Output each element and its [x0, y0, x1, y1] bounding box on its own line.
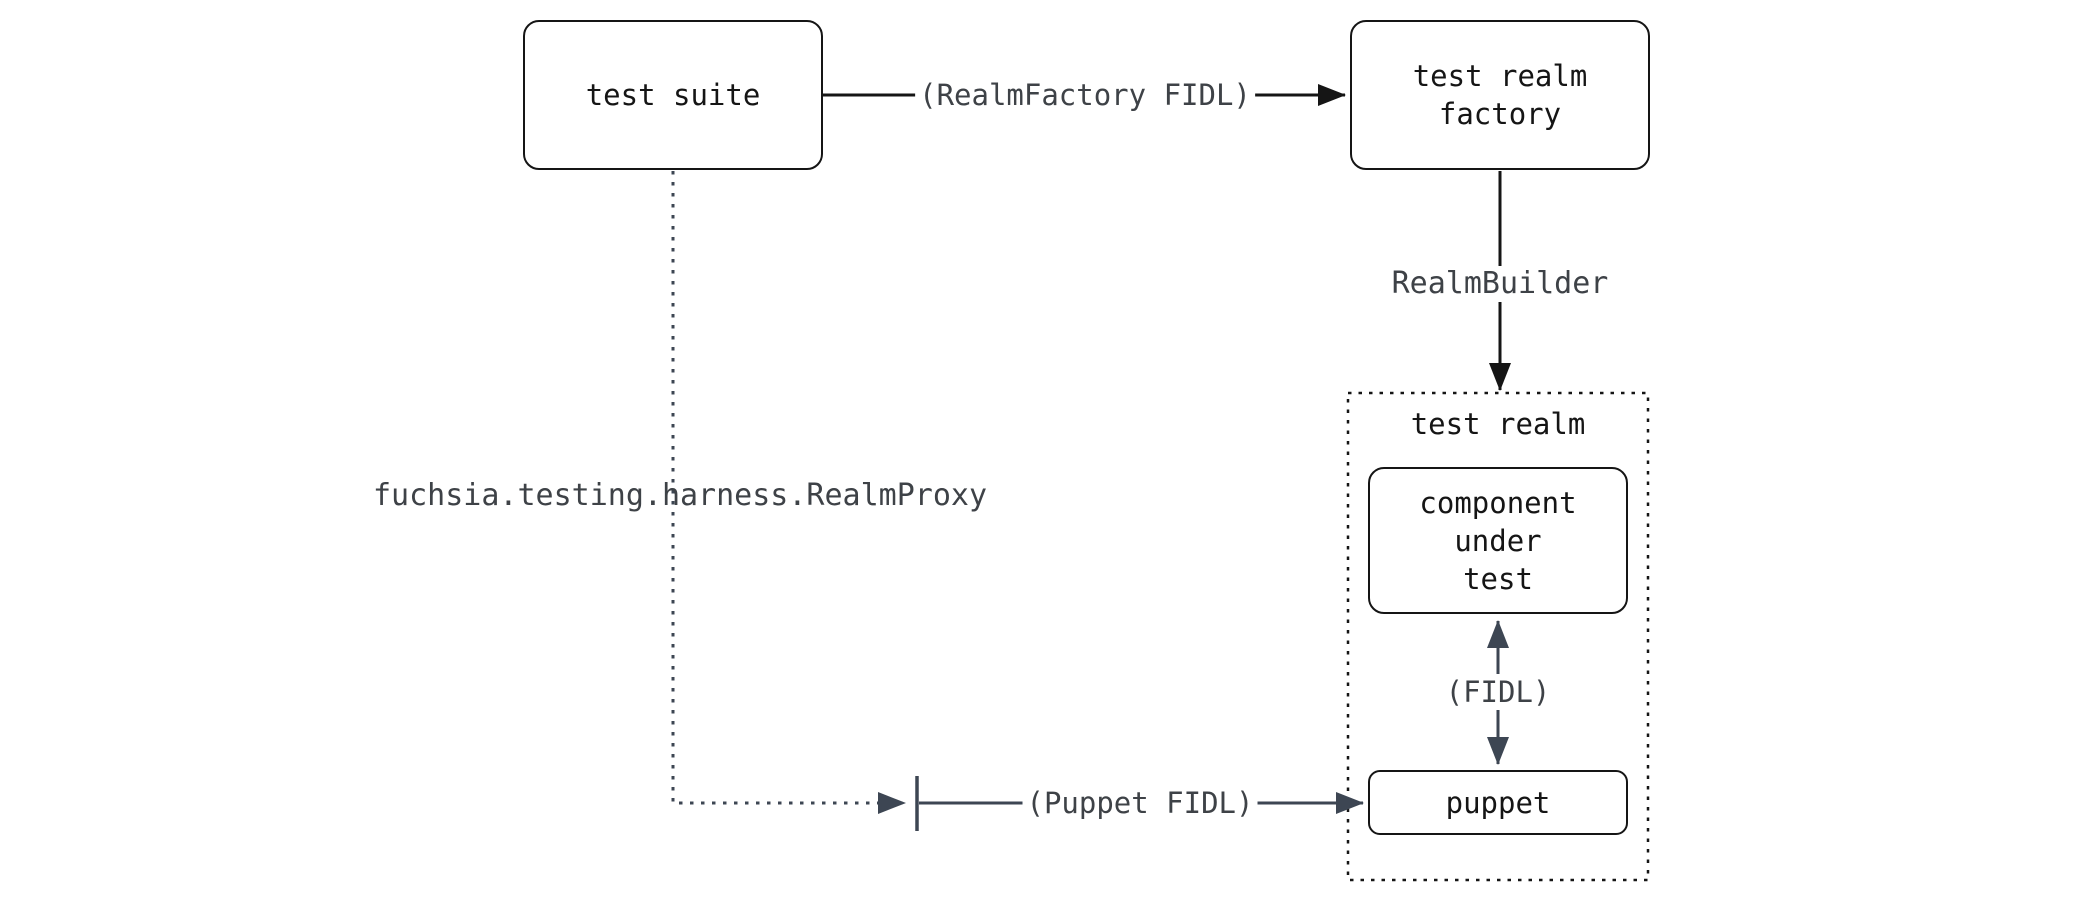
realm-proxy-dotted-path — [671, 171, 906, 814]
node-test-suite: test suite — [523, 20, 823, 170]
edge-label-puppet-fidl: (Puppet FIDL) — [1022, 785, 1258, 821]
test-realm-container-label: test realm — [1410, 407, 1586, 441]
test-realm-border — [1346, 391, 1650, 882]
node-puppet-label: puppet — [1445, 785, 1551, 820]
edge-label-fidl: (FIDL) — [1441, 674, 1555, 710]
node-component-under-test-label: component under test — [1419, 485, 1577, 596]
node-test-realm-factory: test realm factory — [1350, 20, 1650, 170]
edge-label-realm-proxy: fuchsia.testing.harness.RealmProxy — [372, 478, 988, 513]
node-puppet: puppet — [1368, 770, 1628, 835]
edge-label-realmbuilder: RealmBuilder — [1387, 266, 1613, 302]
node-component-under-test: component under test — [1368, 467, 1628, 614]
node-test-suite-label: test suite — [585, 78, 761, 112]
node-test-realm-factory-label: test realm factory — [1412, 59, 1588, 131]
edge-label-realmfactory-fidl: (RealmFactory FIDL) — [915, 77, 1255, 113]
